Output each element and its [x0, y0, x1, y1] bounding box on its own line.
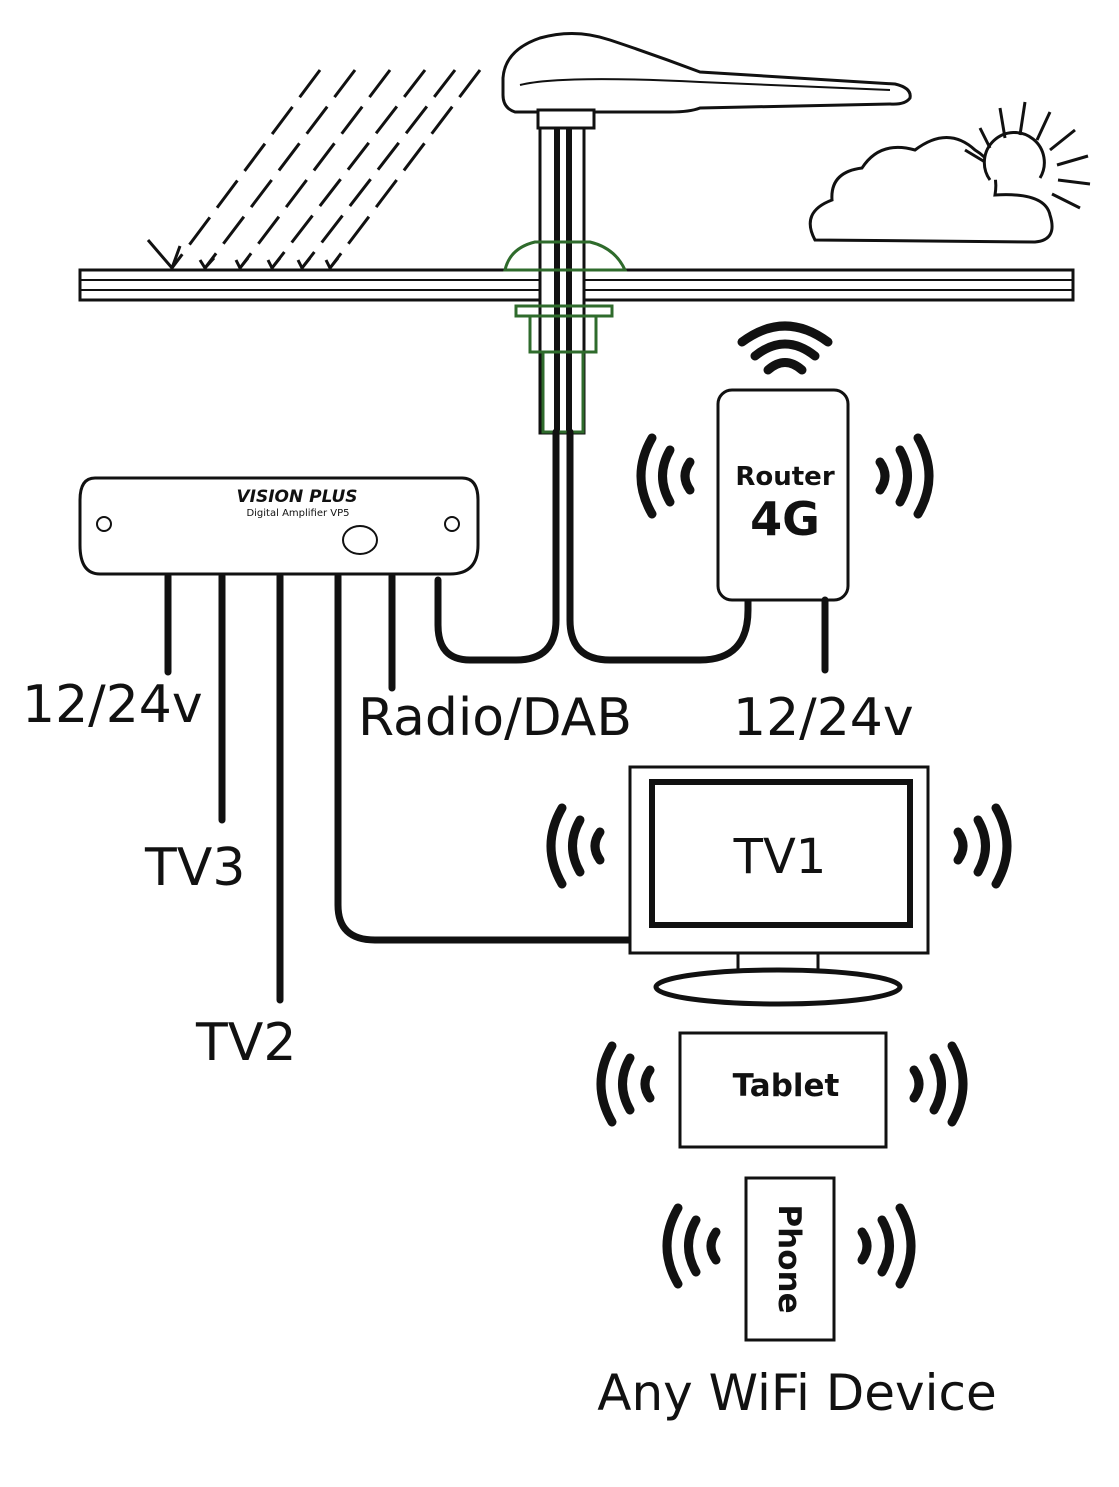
sun-icon	[964, 101, 1091, 210]
phone-label: Phone	[771, 1204, 807, 1313]
tv3-label: TV3	[144, 838, 245, 898]
router-sublabel: 4G	[750, 492, 820, 546]
phone: Phone	[744, 1176, 836, 1342]
cable-tv1	[334, 572, 634, 944]
wifi-wave-icon	[596, 1041, 968, 1127]
tv1: TV1	[628, 765, 930, 1007]
roof-gland-icon	[503, 240, 628, 434]
amp-brand: VISION PLUS	[236, 487, 357, 507]
cable-antenna-to-amp	[434, 428, 560, 664]
wifi-wave-icon	[546, 803, 1012, 889]
wifi-devices-label: Any WiFi Device	[597, 1364, 997, 1422]
wifi-wave-icon	[636, 321, 934, 519]
amp-model: Digital Amplifier VP5	[246, 508, 349, 519]
router-label: Router	[735, 462, 834, 492]
rain-icon	[146, 69, 482, 271]
tv1-label: TV1	[733, 829, 827, 885]
cloud-icon	[808, 136, 1054, 244]
tablet: Tablet	[678, 1031, 888, 1149]
tv2-label: TV2	[195, 1013, 296, 1073]
antenna-mast	[538, 126, 586, 435]
cable-antenna-to-router	[566, 428, 752, 664]
router: Router 4G	[716, 388, 850, 602]
amp-power-label: 12/24v	[22, 675, 203, 735]
tablet-label: Tablet	[733, 1068, 840, 1104]
amplifier: VISION PLUS Digital Amplifier VP5	[78, 476, 480, 576]
antenna-icon	[501, 31, 912, 130]
router-power-label: 12/24v	[733, 688, 914, 748]
radio-label: Radio/DAB	[358, 688, 632, 748]
wifi-wave-icon	[662, 1203, 916, 1289]
